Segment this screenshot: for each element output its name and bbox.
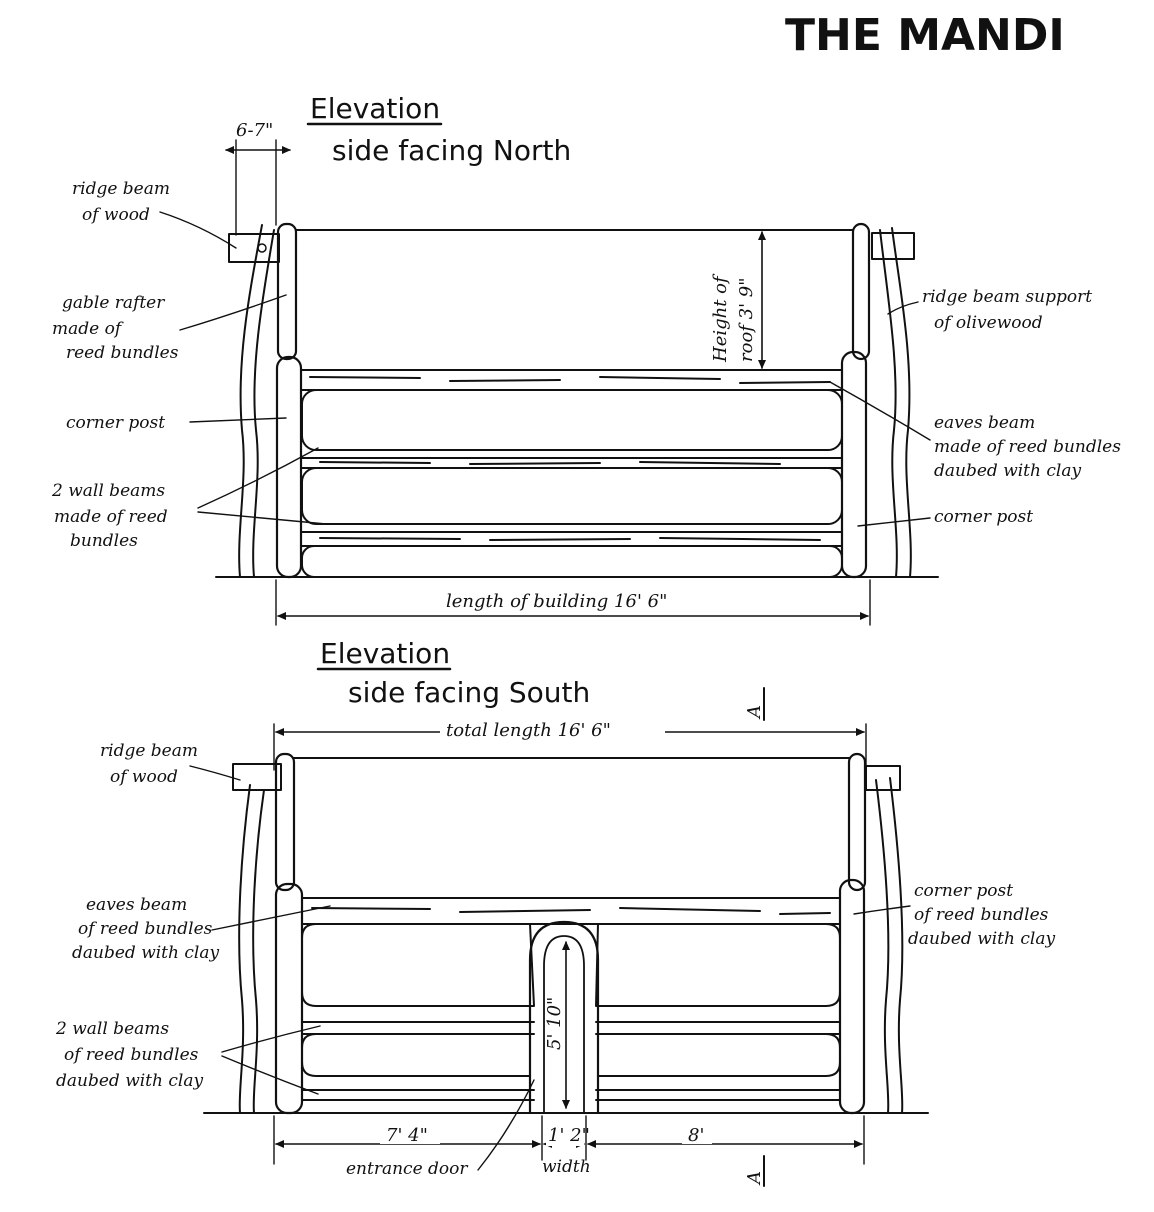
north-label-support-2: of olivewood (934, 313, 1043, 333)
south-subheading: side facing South (348, 676, 590, 709)
north-roof-height-1: Height of (710, 273, 731, 363)
north-left-corner-post (275, 355, 303, 579)
north-label-wall-beams-2: made of reed (54, 507, 168, 527)
north-wall-bundle-upper (301, 389, 843, 451)
south-label-entrance: entrance door (346, 1159, 468, 1179)
north-right-ridge-beam (871, 232, 915, 260)
north-label-wall-beams-3: bundles (70, 531, 138, 551)
north-wall-bundle-lower (301, 545, 843, 578)
south-left-ridge-beam (232, 763, 282, 791)
south-wall-bundle-upper-right (595, 923, 841, 1007)
north-right-corner-post (840, 350, 868, 579)
south-label-corner-2: of reed bundles (914, 905, 1049, 925)
south-heading: Elevation (320, 637, 450, 670)
north-label-eaves-1: eaves beam (934, 413, 1035, 433)
north-label-eaves-3: daubed with clay (934, 461, 1081, 481)
north-gap-dimension: 6-7" (236, 120, 273, 141)
south-label-ridge-beam-1: ridge beam (100, 741, 198, 761)
north-wall-bundle-middle (301, 467, 843, 525)
south-label-corner-1: corner post (914, 881, 1013, 901)
south-label-wall-beams-2: of reed bundles (64, 1045, 199, 1065)
section-mark-bottom: A (744, 1171, 765, 1186)
north-label-ridge-beam-1: ridge beam (72, 179, 170, 199)
north-label-wall-beams-1: 2 wall beams (51, 481, 165, 501)
south-right-length: 8' (688, 1125, 704, 1146)
north-right-support (879, 227, 912, 578)
north-length-dimension: length of building 16' 6" (446, 591, 667, 612)
north-left-support (238, 224, 275, 578)
south-label-ridge-beam-2: of wood (110, 767, 178, 787)
north-eaves-beam (301, 369, 843, 391)
south-label-corner-3: daubed with clay (908, 929, 1055, 949)
south-label-width: width (542, 1157, 591, 1177)
north-label-gable-2: made of (52, 319, 124, 339)
south-left-length: 7' 4" (386, 1125, 428, 1146)
north-label-corner-post-right: corner post (934, 507, 1033, 527)
south-entrance-door (528, 920, 600, 1115)
south-door-height: 5' 10" (544, 997, 565, 1050)
south-door-width: 1' 2" (548, 1125, 590, 1146)
south-left-gable-rafter (274, 752, 296, 892)
south-label-eaves-3: daubed with clay (72, 943, 219, 963)
north-label-support-1: ridge beam support (922, 287, 1092, 307)
south-wall-bundle-lower-right (597, 1033, 841, 1077)
south-label-eaves-2: of reed bundles (78, 919, 213, 939)
north-right-gable-rafter (851, 222, 871, 361)
section-mark-top: A (744, 705, 765, 720)
south-wall-bundle-upper-left (301, 923, 535, 1007)
north-label-eaves-2: made of reed bundles (934, 437, 1121, 457)
north-roof-height-2: roof 3' 9" (736, 277, 757, 362)
south-right-support (875, 777, 904, 1114)
south-wall-bundle-lower-left (301, 1033, 531, 1077)
south-label-wall-beams-3: daubed with clay (56, 1071, 203, 1091)
north-label-corner-post-left: corner post (66, 413, 165, 433)
south-elevation: Elevation side facing South A A total le… (55, 637, 1055, 1187)
south-label-eaves-1: eaves beam (86, 895, 187, 915)
south-label-wall-beams-1: 2 wall beams (55, 1019, 169, 1039)
page-title: THE MANDI (785, 10, 1065, 61)
north-heading: Elevation (310, 92, 440, 125)
north-elevation: Elevation side facing North 6-7" (51, 92, 1121, 626)
north-label-gable-1: gable rafter (62, 293, 165, 313)
south-eaves-beam (301, 897, 841, 925)
south-right-corner-post (838, 878, 866, 1115)
south-right-ridge-beam (865, 765, 901, 791)
north-left-gable-rafter (276, 222, 298, 361)
north-label-ridge-beam-2: of wood (82, 205, 150, 225)
north-subheading: side facing North (332, 134, 571, 167)
north-label-gable-3: reed bundles (66, 343, 179, 363)
south-right-gable-rafter (847, 752, 867, 892)
south-left-support (238, 784, 265, 1114)
south-total-length: total length 16' 6" (446, 720, 611, 741)
